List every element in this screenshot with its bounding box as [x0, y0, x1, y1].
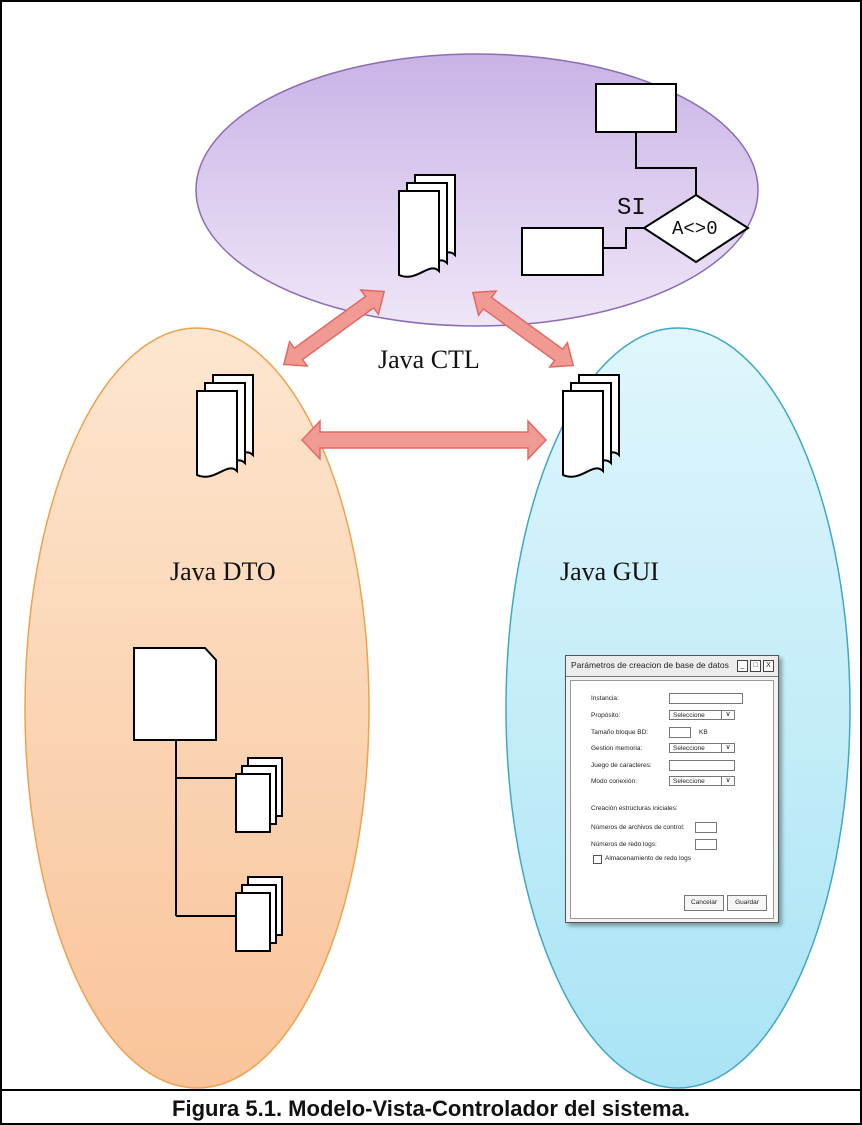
archiving-label: Almacenamiento de redo logs	[605, 855, 691, 862]
arrows	[282, 289, 575, 461]
maximize-icon[interactable]: □	[750, 660, 761, 672]
proposito-select[interactable]: Seleccione ∨	[669, 710, 735, 720]
flow-branch-label: SI	[617, 195, 646, 222]
ctl-gui-arrow	[471, 290, 575, 368]
proposito-label: Propósito:	[591, 712, 621, 719]
gestion-memoria-label: Gestion memoria:	[591, 745, 643, 752]
dialog-body: Instancia: Propósito: Seleccione ∨ Tamaño…	[570, 680, 774, 919]
chevron-down-icon: ∨	[721, 710, 734, 720]
instancia-input[interactable]	[669, 693, 743, 704]
tamano-unit-label: KB	[699, 729, 708, 736]
tamano-bloque-input[interactable]	[669, 727, 691, 738]
control-files-input[interactable]	[695, 822, 717, 833]
chevron-down-icon: ∨	[721, 776, 734, 786]
gestion-memoria-select[interactable]: Seleccione ∨	[669, 743, 735, 753]
close-icon[interactable]: X	[763, 660, 774, 672]
flow-connector-top	[635, 132, 697, 195]
redo-logs-label: Números de redo logs:	[591, 841, 657, 848]
flow-connector-left	[603, 227, 644, 249]
minimize-icon[interactable]: _	[737, 660, 748, 672]
ctl-dto-arrow	[282, 289, 386, 367]
db-params-dialog: Parámetros de creacion de base de datos …	[565, 655, 779, 923]
cancel-button[interactable]: Cancelar	[684, 895, 724, 911]
gui-document-stack-icon	[563, 375, 619, 477]
section-title: Creación estructuras iniciales:	[591, 805, 678, 812]
juego-caracteres-input[interactable]	[669, 760, 735, 771]
modo-conexion-select-value: Seleccione	[673, 778, 705, 785]
dto-root-document-icon	[133, 647, 217, 741]
flowchart	[521, 83, 750, 276]
dto-child-stack-lower-icon	[235, 876, 283, 952]
dialog-title: Parámetros de creacion de base de datos	[571, 660, 729, 670]
modo-conexion-select[interactable]: Seleccione ∨	[669, 776, 735, 786]
dialog-titlebar: Parámetros de creacion de base de datos …	[566, 656, 778, 677]
juego-caracteres-label: Juego de caracteres:	[591, 762, 652, 769]
dto-gui-arrow	[300, 419, 548, 461]
dto-document-stack-icon	[197, 375, 253, 477]
figure-caption: Figura 5.1. Modelo-Vista-Controlador del…	[172, 1096, 690, 1121]
dto-label: Java DTO	[170, 557, 276, 586]
redo-logs-input[interactable]	[695, 839, 717, 850]
proposito-select-value: Seleccione	[673, 712, 705, 719]
flow-condition-label: A<>0	[672, 218, 718, 240]
flow-process-top	[595, 83, 677, 133]
flow-process-left	[521, 227, 604, 276]
gui-label: Java GUI	[560, 557, 659, 586]
modo-conexion-label: Modo conexión:	[591, 778, 637, 785]
tamano-bloque-label: Tamaño bloque BD:	[591, 729, 649, 736]
ctl-label: Java CTL	[378, 345, 480, 374]
ctl-document-stack-icon	[399, 175, 455, 277]
save-button[interactable]: Guardar	[727, 895, 767, 911]
control-files-label: Números de archivos de control:	[591, 824, 685, 831]
dto-tree	[133, 647, 283, 952]
chevron-down-icon: ∨	[721, 743, 734, 753]
archiving-checkbox[interactable]	[593, 855, 602, 864]
instancia-label: Instancia:	[591, 695, 619, 702]
dto-child-stack-upper-icon	[235, 757, 283, 833]
gestion-memoria-select-value: Seleccione	[673, 745, 705, 752]
flow-decision	[642, 193, 750, 264]
